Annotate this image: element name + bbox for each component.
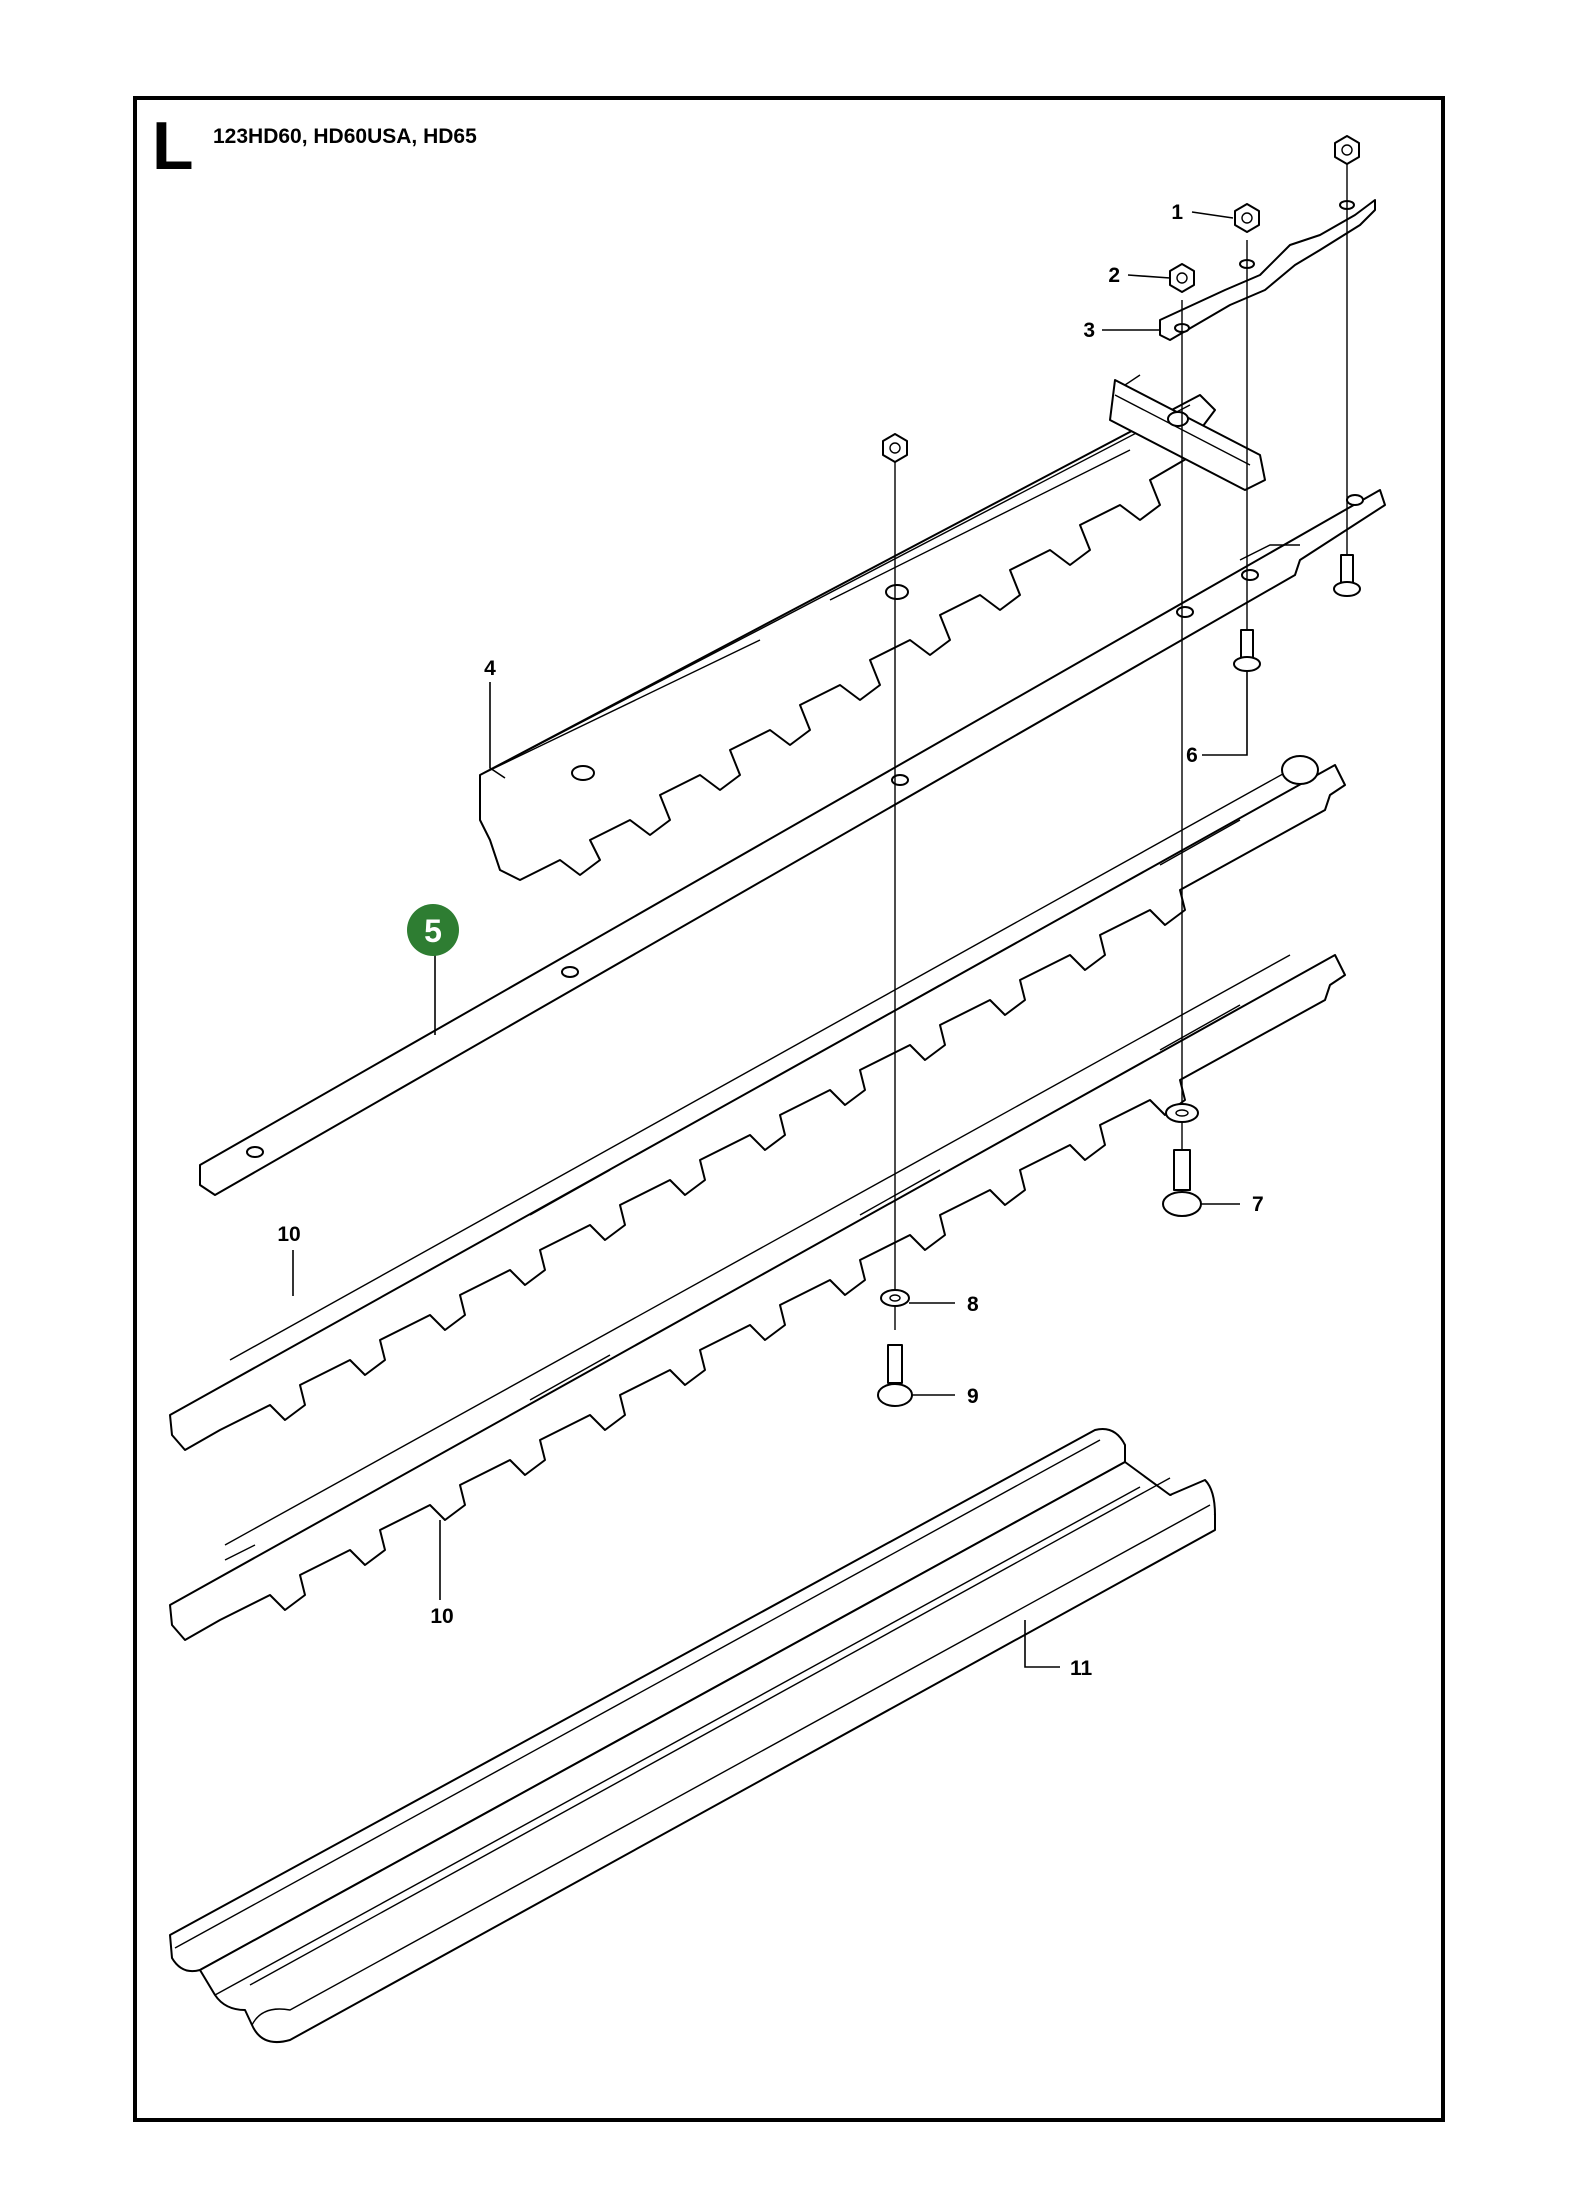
highlight-marker-5: 5 — [407, 904, 459, 956]
section-letter: L — [152, 108, 194, 184]
callout-10-lower: 10 — [430, 1605, 453, 1628]
callout-2: 2 — [1108, 264, 1120, 287]
callout-3: 3 — [1083, 319, 1095, 342]
part-11-blade-guard — [169, 1428, 1216, 2044]
part-5-support-bar — [199, 489, 1386, 1196]
callout-1: 1 — [1171, 201, 1183, 224]
callout-11: 11 — [1070, 1657, 1093, 1680]
model-list: 123HD60, HD60USA, HD65 — [213, 125, 477, 148]
callout-6: 6 — [1186, 744, 1198, 767]
nut-hardware — [882, 135, 1360, 463]
leader-lines — [292, 211, 1248, 1668]
part-10-lower-blade — [169, 954, 1346, 1641]
highlight-number: 5 — [424, 913, 442, 949]
part-10-upper-blade — [169, 755, 1346, 1451]
diagram-frame — [133, 96, 1445, 2122]
callout-10-upper: 10 — [277, 1223, 300, 1246]
callout-8: 8 — [967, 1293, 979, 1316]
part-4-blade-plate — [479, 374, 1266, 881]
callout-9: 9 — [967, 1385, 979, 1408]
callout-7: 7 — [1252, 1193, 1264, 1216]
callout-4: 4 — [484, 657, 496, 680]
highlight-circle — [407, 904, 459, 956]
assembly-axes — [894, 150, 1348, 1330]
callout-labels: 1 2 3 4 6 7 8 9 10 10 11 — [277, 201, 1263, 1680]
